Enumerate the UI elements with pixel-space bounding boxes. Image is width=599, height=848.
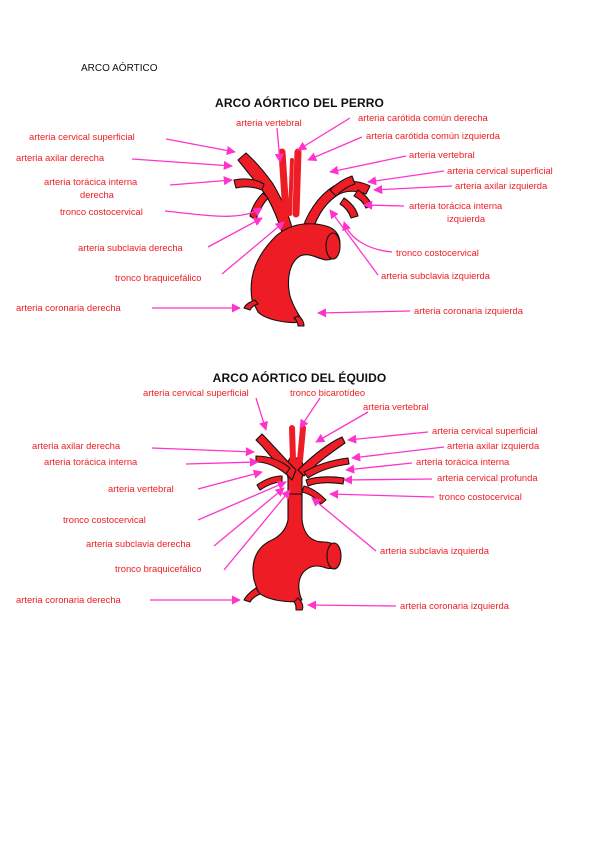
dog-label-toracica-right-2: derecha: [80, 189, 115, 200]
horse-label-bicarotideo: tronco bicarotídeo: [290, 387, 365, 398]
dog-label-braquicefalico: tronco braquicefálico: [115, 272, 202, 283]
horse-label-vertebral-top: arteria vertebral: [363, 401, 429, 412]
horse-label-toracica-left: arteria torácica interna: [416, 456, 510, 467]
dog-arrows: [131, 117, 453, 318]
dog-label-coronaria-left: arteria coronaria izquierda: [414, 305, 524, 316]
horse-label-cervical-superficial-left: arteria cervical superficial: [432, 425, 538, 436]
horse-aorta-illustration: [243, 425, 350, 611]
horse-label-toracica-right: arteria torácica interna: [44, 456, 138, 467]
dog-label-costocervical-left: tronco costocervical: [396, 247, 479, 258]
horse-label-axilar-left: arteria axilar izquierda: [447, 440, 540, 451]
page-heading: ARCO AÓRTICO: [81, 63, 158, 74]
dog-label-cervical-superficial-left: arteria cervical superficial: [447, 165, 553, 176]
dog-label-toracica-left-1: arteria torácica interna: [409, 200, 503, 211]
dog-label-coronaria-right: arteria coronaria derecha: [16, 302, 122, 313]
dog-label-carotida-left: arteria carótida común izquierda: [366, 130, 501, 141]
dog-labels: arteria cervical superficial arteria axi…: [16, 112, 553, 316]
dog-diagram-title: ARCO AÓRTICO DEL PERRO: [215, 96, 384, 110]
horse-label-coronaria-right: arteria coronaria derecha: [16, 594, 122, 605]
horse-labels: arteria cervical superficial tronco bica…: [16, 387, 540, 611]
dog-label-subclavia-left: arteria subclavia izquierda: [381, 270, 491, 281]
dog-label-toracica-right-1: arteria torácica interna: [44, 176, 138, 187]
dog-label-toracica-left-2: izquierda: [447, 213, 486, 224]
horse-label-braquicefalico: tronco braquicefálico: [115, 563, 202, 574]
dog-label-costocervical-right: tronco costocervical: [60, 206, 143, 217]
dog-label-axilar-left: arteria axilar izquierda: [455, 180, 548, 191]
horse-label-costocervical-left: tronco costocervical: [439, 491, 522, 502]
dog-label-cervical-superficial-right: arteria cervical superficial: [29, 131, 135, 142]
horse-arrows: [150, 397, 445, 610]
dog-label-axilar-right: arteria axilar derecha: [16, 152, 105, 163]
horse-label-subclavia-left: arteria subclavia izquierda: [380, 545, 490, 556]
horse-label-vertebral-right: arteria vertebral: [108, 483, 174, 494]
horse-label-coronaria-left: arteria coronaria izquierda: [400, 600, 510, 611]
horse-label-cervical-profunda: arteria cervical profunda: [437, 472, 538, 483]
dog-label-subclavia-right: arteria subclavia derecha: [78, 242, 184, 253]
dog-aorta-illustration: [233, 148, 373, 327]
horse-label-subclavia-right: arteria subclavia derecha: [86, 538, 192, 549]
horse-diagram-title: ARCO AÓRTICO DEL ÉQUIDO: [212, 371, 387, 385]
horse-label-cervical-superficial-top: arteria cervical superficial: [143, 387, 249, 398]
dog-label-vertebral-left: arteria vertebral: [409, 149, 475, 160]
horse-label-axilar-right: arteria axilar derecha: [32, 440, 121, 451]
horse-label-costocervical-right: tronco costocervical: [63, 514, 146, 525]
dog-label-vertebral-top: arteria vertebral: [236, 117, 302, 128]
dog-label-carotida-right: arteria carótida común derecha: [358, 112, 489, 123]
